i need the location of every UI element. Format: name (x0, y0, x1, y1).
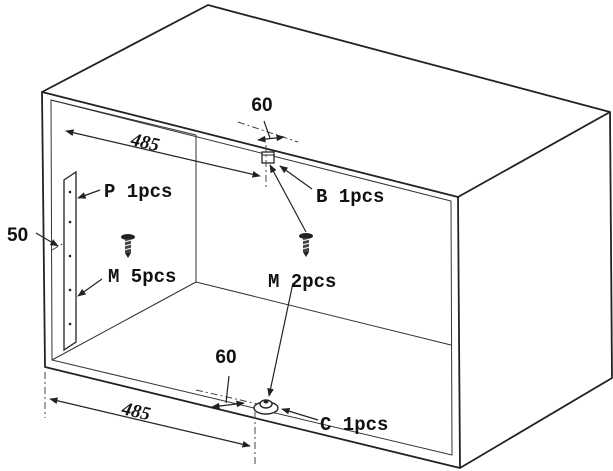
interior-back-bottom (195, 281, 452, 346)
right-side (459, 111, 613, 469)
screw-icon (121, 234, 135, 258)
part-p-label: P 1pcs (104, 181, 172, 203)
side-offset-label: 50 (7, 225, 28, 246)
part-b-label: B 1pcs (316, 186, 384, 208)
rail-p (63, 170, 77, 352)
leader-lines (77, 164, 319, 421)
top-offset-label: 60 (251, 95, 272, 116)
interior-top-left (50, 99, 197, 136)
top-dimension (65, 120, 299, 190)
screw-m-left-label: M 5pcs (108, 266, 176, 288)
interior-floor-left (51, 281, 197, 361)
bottom-width-label: 485 (119, 398, 153, 425)
part-c (253, 399, 279, 415)
bottom-dimension (44, 372, 259, 467)
part-b (261, 151, 275, 164)
top-width-label: 485 (128, 129, 162, 156)
bottom-offset-label: 60 (215, 347, 236, 368)
screw-icon (299, 233, 313, 257)
screw-m-right-label: M 2pcs (268, 271, 336, 293)
side-dimension (35, 232, 65, 251)
front-frame-inner (50, 99, 453, 456)
part-c-label: C 1pcs (320, 414, 388, 436)
top-surface (41, 4, 611, 198)
